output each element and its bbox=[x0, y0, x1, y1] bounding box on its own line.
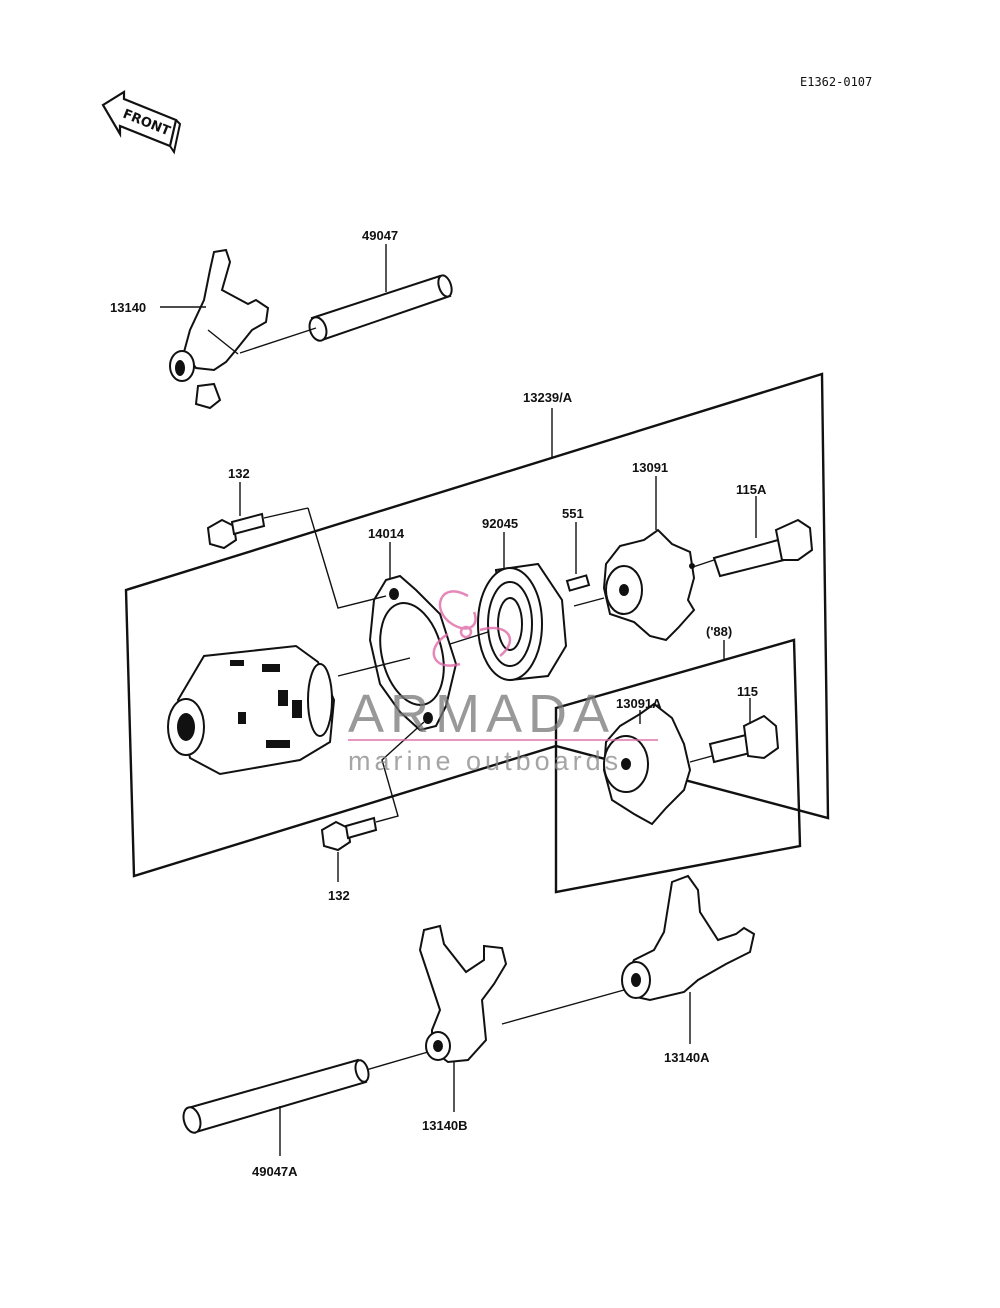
label-88: ('88) bbox=[706, 624, 732, 639]
label-551: 551 bbox=[562, 506, 584, 521]
armada-watermark-logo: ARMADA marine outboards bbox=[348, 590, 658, 776]
label-13140: 13140 bbox=[110, 300, 146, 315]
shift-drum bbox=[167, 644, 336, 776]
bolt-132-bottom bbox=[320, 816, 378, 852]
label-115A: 115A bbox=[736, 482, 767, 497]
assembly-box-13239A bbox=[124, 372, 830, 878]
watermark-tagline: marine outboards bbox=[348, 746, 622, 776]
pin-551 bbox=[565, 574, 591, 592]
label-14014: 14014 bbox=[368, 526, 405, 541]
label-132-top: 132 bbox=[228, 466, 250, 481]
shift-rod-49047 bbox=[308, 274, 453, 342]
reference-code: E1362-0107 bbox=[800, 75, 872, 89]
label-13091: 13091 bbox=[632, 460, 668, 475]
front-arrow-icon: FRONT bbox=[101, 90, 182, 155]
label-13239A: 13239/A bbox=[523, 390, 573, 405]
label-132-bottom: 132 bbox=[328, 888, 350, 903]
drum-cam-13091 bbox=[602, 528, 696, 642]
assembly-box-88 bbox=[554, 638, 802, 894]
holder-14014 bbox=[368, 574, 458, 732]
propeller-icon bbox=[432, 590, 512, 667]
label-49047A: 49047A bbox=[252, 1164, 298, 1179]
shift-fork-13140B bbox=[418, 924, 508, 1064]
label-115: 115 bbox=[737, 684, 758, 699]
bearing-92045 bbox=[477, 562, 568, 682]
bolt-132-top bbox=[206, 512, 266, 550]
label-13140B: 13140B bbox=[422, 1118, 468, 1133]
label-13091A: 13091A bbox=[616, 696, 662, 711]
bolt-115A bbox=[712, 518, 814, 578]
label-49047: 49047 bbox=[362, 228, 398, 243]
label-13140A: 13140A bbox=[664, 1050, 710, 1065]
shift-rod-49047A bbox=[182, 1058, 370, 1134]
drum-cam-13091A bbox=[602, 702, 692, 826]
shift-fork-13140 bbox=[169, 248, 270, 410]
bolt-115 bbox=[708, 714, 780, 764]
label-92045: 92045 bbox=[482, 516, 518, 531]
shift-fork-13140A bbox=[621, 874, 756, 1002]
watermark-brand: ARMADA bbox=[348, 684, 615, 744]
